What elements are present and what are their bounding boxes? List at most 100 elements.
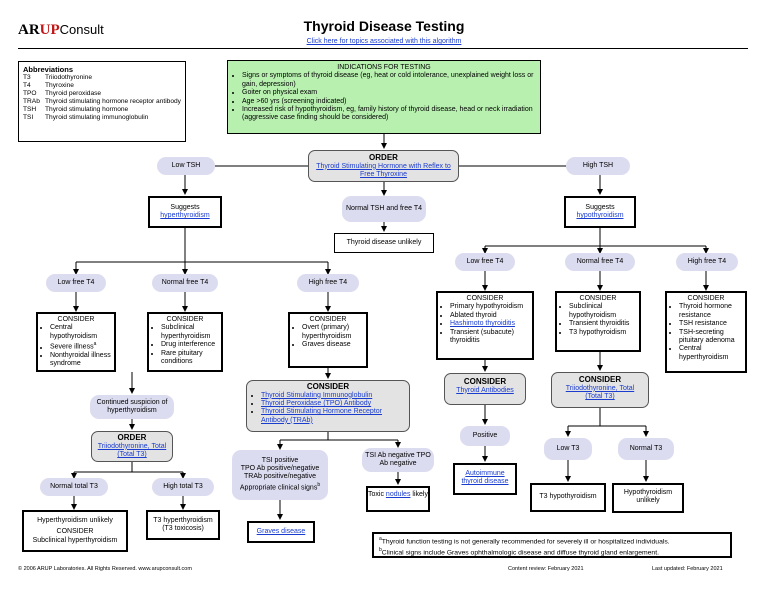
indications-box: INDICATIONS FOR TESTING Signs or symptom… <box>227 60 541 134</box>
consider2-item: Subclinical hyperthyroidism <box>161 324 218 341</box>
consider6-list: Thyroid hormone resistance TSH resistanc… <box>670 303 742 362</box>
normal-total-t3-label: Normal total T3 <box>40 478 108 496</box>
order-t3-heading: ORDER <box>117 433 147 442</box>
consider-antibody-tests-box: CONSIDER Thyroid Stimulating Immunoglobu… <box>246 380 410 432</box>
toxic-post: likely <box>410 491 428 498</box>
trab-link[interactable]: Thyroid Stimulating Hormone Receptor Ant… <box>261 408 382 424</box>
nodules-link[interactable]: nodules <box>385 491 411 498</box>
consider3-heading: CONSIDER <box>309 316 347 323</box>
low-free-t4-left: Low free T4 <box>46 274 106 292</box>
consider4-list: Primary hypothyroidism Ablated thyroid H… <box>441 303 529 345</box>
graves-link[interactable]: Graves disease <box>256 528 306 535</box>
high-free-t4-left: High free T4 <box>297 274 359 292</box>
hypothyroidism-link[interactable]: hypothyroidism <box>576 212 624 220</box>
normal-t3-label: Normal T3 <box>618 438 674 460</box>
consider1-item: Severe illnessa <box>50 341 111 352</box>
footnotes-box: aThyroid function testing is not general… <box>372 532 732 558</box>
page-title: Thyroid Disease Testing <box>303 18 465 34</box>
disease-unlikely-box: Thyroid disease unlikely <box>334 233 434 253</box>
abbreviation-key: TSH <box>23 105 37 113</box>
consider-total-t3-link[interactable]: Triiodothyronine, Total (Total T3) <box>565 384 635 400</box>
tsi-positive-line2: TPO Ab positive/negative <box>240 465 320 473</box>
abbreviation-meaning: Triiodothyronine <box>45 74 93 81</box>
hyper-unlikely-line1: Hyperthyroidism unlikely <box>37 517 113 524</box>
consider6-item: Central hyperthyroidism <box>679 345 742 362</box>
high-tsh-label: High TSH <box>566 157 630 175</box>
consider-low-free-t4: CONSIDER Central hypothyroidism Severe i… <box>36 312 116 372</box>
consider3-item: Overt (primary) hyperthyroidism <box>302 324 363 341</box>
positive-label: Positive <box>460 426 510 446</box>
consider-low-free-t4-right: CONSIDER Primary hypothyroidism Ablated … <box>436 291 534 360</box>
consider-normal-free-t4: CONSIDER Subclinical hyperthyroidism Dru… <box>147 312 223 372</box>
consider5-item: Transient thyroiditis <box>569 320 636 328</box>
consider-high-free-t4: CONSIDER Overt (primary) hyperthyroidism… <box>288 312 368 368</box>
footnote-b-ref: b <box>317 482 321 489</box>
high-free-t4-right: High free T4 <box>676 253 738 271</box>
tsi-positive-line3: TRAb positive/negative <box>244 473 316 481</box>
footnote-b: bClinical signs include Graves ophthalmo… <box>379 547 725 558</box>
autoimmune-link[interactable]: Autoimmune thyroid disease <box>461 470 509 486</box>
consider1-list: Central hypothyroidism Severe illnessa N… <box>41 324 111 368</box>
abbreviation-key: TSI <box>23 113 34 121</box>
consider2-item: Drug interference <box>161 341 218 349</box>
order-tsh-box: ORDER Thyroid Stimulating Hormone with R… <box>308 150 459 182</box>
tsi-link[interactable]: Thyroid Stimulating Immunoglobulin <box>261 391 373 399</box>
arup-logo[interactable]: ARUPConsult <box>18 22 104 38</box>
abbreviation-key: T4 <box>23 81 31 89</box>
consider-high-free-t4-right: CONSIDER Thyroid hormone resistance TSH … <box>665 291 747 373</box>
order-tsh-link[interactable]: Thyroid Stimulating Hormone with Reflex … <box>316 162 451 178</box>
hypo-unlikely-box: Hypothyroidism unlikely <box>612 483 684 513</box>
footnote-a-ref: a <box>93 341 97 348</box>
consider4-item: Ablated thyroid <box>450 312 529 320</box>
consider6-item: TSH resistance <box>679 320 742 328</box>
hyperthyroidism-link[interactable]: hyperthyroidism <box>160 212 210 220</box>
thyroid-antibodies-link[interactable]: Thyroid Antibodies <box>456 386 514 394</box>
consider5-list: Subclinical hypothyroidism Transient thy… <box>560 303 636 337</box>
abbreviation-row: TSH Thyroid stimulating hormone <box>23 106 181 114</box>
graves-box: Graves disease <box>247 521 315 543</box>
toxic-pre: Toxic <box>368 491 386 498</box>
consider-antibodies-heading: CONSIDER <box>463 377 507 386</box>
header-rule <box>18 48 748 49</box>
consider4-item: Transient (subacute) thyroiditis <box>450 329 529 346</box>
hyper-unlikely-line2: CONSIDER <box>56 528 94 536</box>
indication-item: Goiter on physical exam <box>242 89 535 97</box>
consider2-heading: CONSIDER <box>166 316 204 323</box>
footnote-a-marker: a <box>379 536 382 542</box>
consider-total-t3-box: CONSIDER Triiodothyronine, Total (Total … <box>551 372 649 408</box>
consider5-item: T3 hypothyroidism <box>569 329 636 337</box>
abbreviation-meaning: Thyroid stimulating hormone <box>45 105 129 113</box>
order-heading: ORDER <box>369 153 398 162</box>
tpo-link[interactable]: Thyroid Peroxidase (TPO) Antibody <box>261 399 372 407</box>
topics-link[interactable]: Click here for topics associated with th… <box>306 38 462 45</box>
consider-antibodies-box: CONSIDER Thyroid Antibodies <box>444 373 526 405</box>
consider1-heading: CONSIDER <box>57 316 95 323</box>
consider2-list: Subclinical hyperthyroidism Drug interfe… <box>152 324 218 366</box>
logo-up: UP <box>39 22 60 38</box>
consider-abs-item: Thyroid Stimulating Hormone Receptor Ant… <box>261 408 404 425</box>
tsi-positive-line4-wrap: Appropriate clinical signsb <box>240 483 320 492</box>
toxic-nodules-box: Toxic nodules likely <box>366 486 430 512</box>
logo-consult: Consult <box>59 22 104 37</box>
footnote-a-text: Thyroid function testing is not generall… <box>381 538 670 546</box>
t3-hypo-box: T3 hypothyroidism <box>530 483 606 512</box>
abbreviation-meaning: Thyroid peroxidase <box>45 89 102 97</box>
total-t3-link[interactable]: Triiodothyronine, Total (Total T3) <box>97 442 167 458</box>
consider2-item: Rare pituitary conditions <box>161 350 218 367</box>
normal-free-t4-left: Normal free T4 <box>152 274 218 292</box>
consider4-item: Primary hypothyroidism <box>450 303 529 311</box>
hyper-unlikely-box: Hyperthyroidism unlikely CONSIDER Subcli… <box>22 510 128 552</box>
hashimoto-link[interactable]: Hashimoto thyroiditis <box>450 320 515 328</box>
consider1-item-text: Severe illness <box>50 343 94 351</box>
logo-ar: AR <box>18 22 40 38</box>
consider-abs-list: Thyroid Stimulating Immunoglobulin Thyro… <box>252 392 404 426</box>
consider6-item: Thyroid hormone resistance <box>679 303 742 320</box>
footnote-b-text: Clinical signs include Graves ophthalmol… <box>381 549 659 557</box>
consider-normal-free-t4-right: CONSIDER Subclinical hypothyroidism Tran… <box>555 291 641 352</box>
